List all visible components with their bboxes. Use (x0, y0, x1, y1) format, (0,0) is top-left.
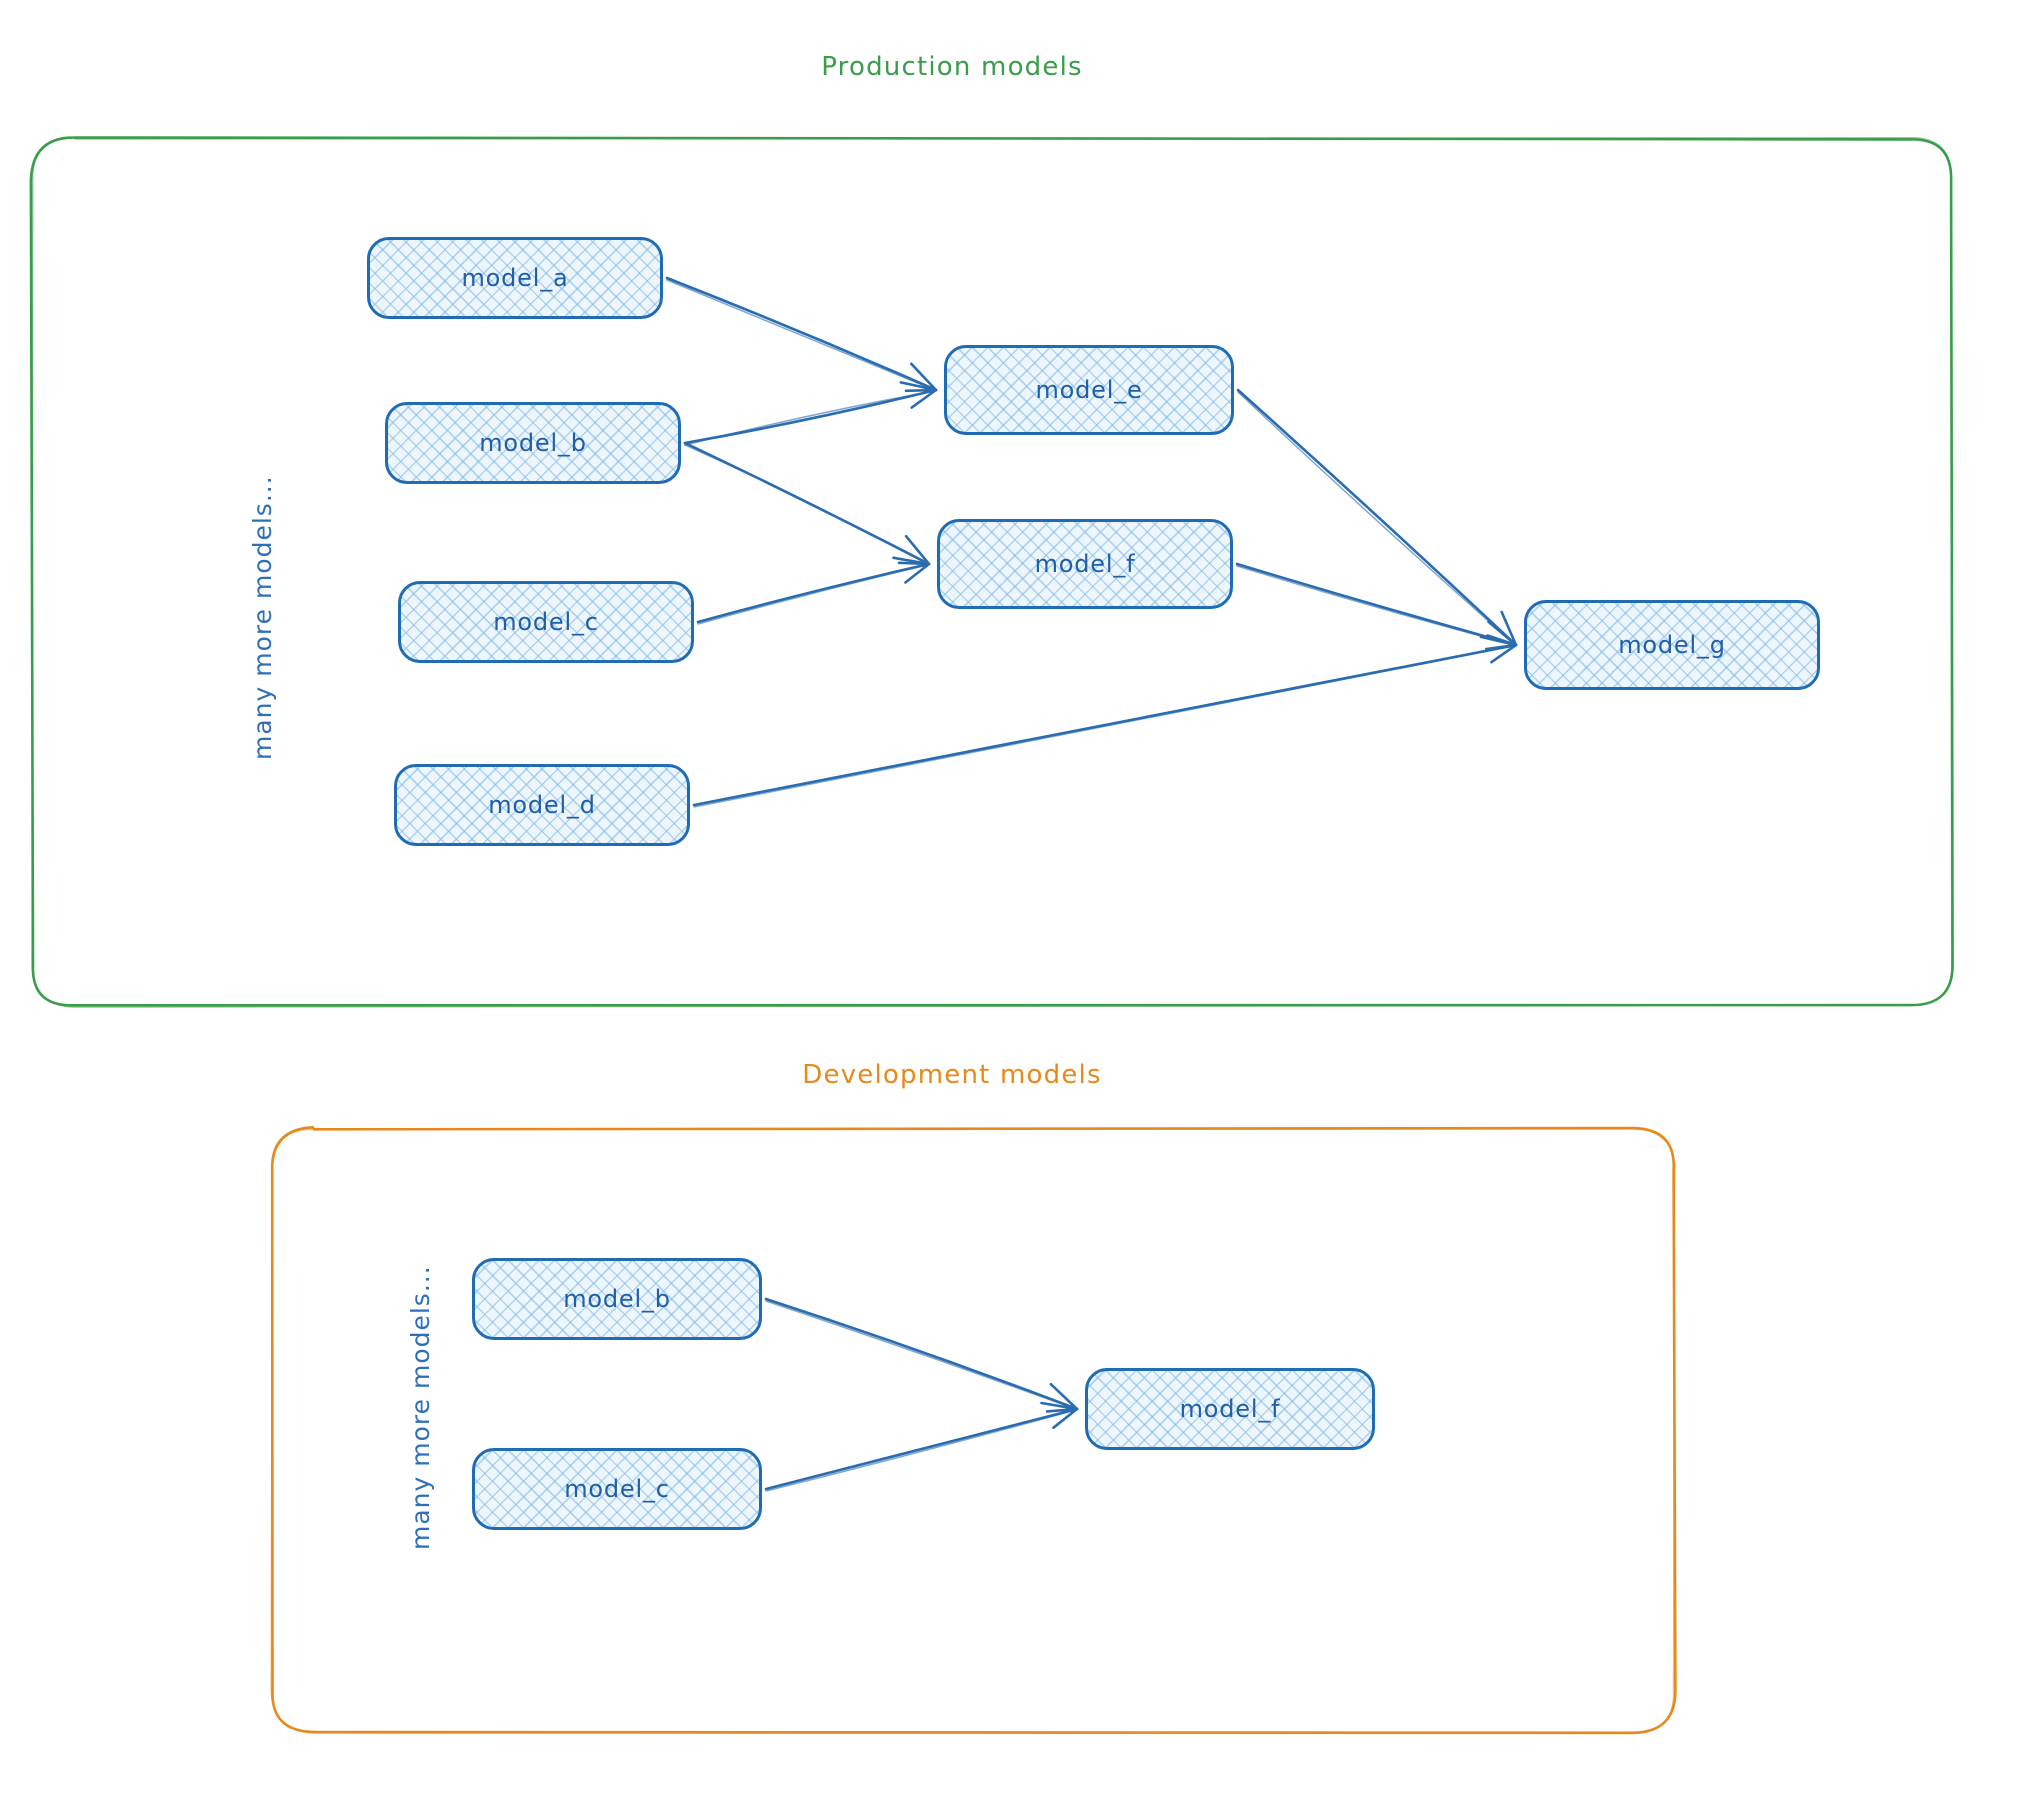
edge-model_a-to-model_e (665, 276, 938, 392)
model-node-dev_model_f[interactable]: model_f (1085, 1368, 1375, 1450)
edge-dev_model_c-to-dev_model_f (764, 1407, 1079, 1491)
model-node-label: model_c (564, 1475, 670, 1503)
arrowhead-model_b-to-model_e (899, 381, 938, 392)
group-outline-production (31, 136, 1953, 1008)
group-title-development: Development models (802, 1060, 1102, 1090)
edge-model_e-to-model_g (1237, 391, 1517, 647)
arrowhead-model_d-to-model_g (1490, 643, 1518, 664)
arrowhead-model_f-to-model_g (1487, 620, 1518, 647)
edge-dev_model_b-to-dev_model_f (764, 1297, 1079, 1411)
edge-model_b-to-model_e (684, 389, 937, 446)
model-node-model_g[interactable]: model_g (1524, 600, 1820, 690)
model-node-model_e[interactable]: model_e (944, 345, 1234, 435)
arrowhead-model_d-to-model_g (1479, 635, 1518, 647)
model-node-label: model_f (1034, 550, 1136, 578)
model-node-model_a[interactable]: model_a (367, 237, 663, 319)
edge-dev_model_b-to-dev_model_f (765, 1300, 1078, 1411)
model-node-model_c[interactable]: model_c (398, 581, 694, 663)
model-node-model_b[interactable]: model_b (385, 402, 681, 484)
edge-model_f-to-model_g (1235, 562, 1518, 647)
model-node-model_f[interactable]: model_f (937, 519, 1233, 609)
model-node-label: model_b (563, 1285, 671, 1313)
edge-model_c-to-model_f (696, 562, 931, 624)
group-outline-development (270, 1128, 1676, 1735)
model-node-dev_model_b[interactable]: model_b (472, 1258, 762, 1340)
arrowhead-model_b-to-model_f (904, 534, 931, 566)
arrowhead-model_a-to-model_e (910, 362, 938, 392)
arrowhead-model_c-to-model_f (904, 562, 931, 584)
edge-model_d-to-model_g (693, 644, 1517, 808)
edge-model_a-to-model_e (666, 279, 937, 392)
arrowhead-dev_model_c-to-dev_model_f (1040, 1401, 1079, 1411)
model-node-label: model_d (488, 791, 596, 819)
arrowhead-dev_model_b-to-dev_model_f (1049, 1382, 1079, 1411)
arrowhead-model_e-to-model_g (1500, 610, 1518, 647)
model-node-model_d[interactable]: model_d (394, 764, 690, 846)
edge-model_b-to-model_f (684, 444, 930, 566)
edge-model_f-to-model_g (1236, 565, 1517, 647)
model-node-label: model_e (1035, 376, 1143, 404)
arrowhead-model_b-to-model_e (910, 388, 938, 409)
edge-model_e-to-model_g (1236, 388, 1518, 647)
edge-dev_model_c-to-dev_model_f (765, 1408, 1078, 1492)
model-node-label: model_a (461, 264, 569, 292)
model-node-label: model_b (479, 429, 587, 457)
many-more-models-label-development: many more models... (406, 1265, 435, 1550)
model-node-dev_model_c[interactable]: model_c (472, 1448, 762, 1530)
arrowhead-dev_model_c-to-dev_model_f (1052, 1407, 1079, 1429)
model-node-label: model_c (493, 608, 599, 636)
edge-model_d-to-model_g (692, 643, 1518, 807)
arrowhead-model_c-to-model_f (892, 556, 931, 566)
model-node-label: model_g (1618, 631, 1726, 659)
model-node-label: model_f (1179, 1395, 1281, 1423)
group-title-production: Production models (821, 52, 1083, 82)
edge-model_c-to-model_f (697, 563, 930, 625)
many-more-models-label-production: many more models... (248, 475, 277, 760)
